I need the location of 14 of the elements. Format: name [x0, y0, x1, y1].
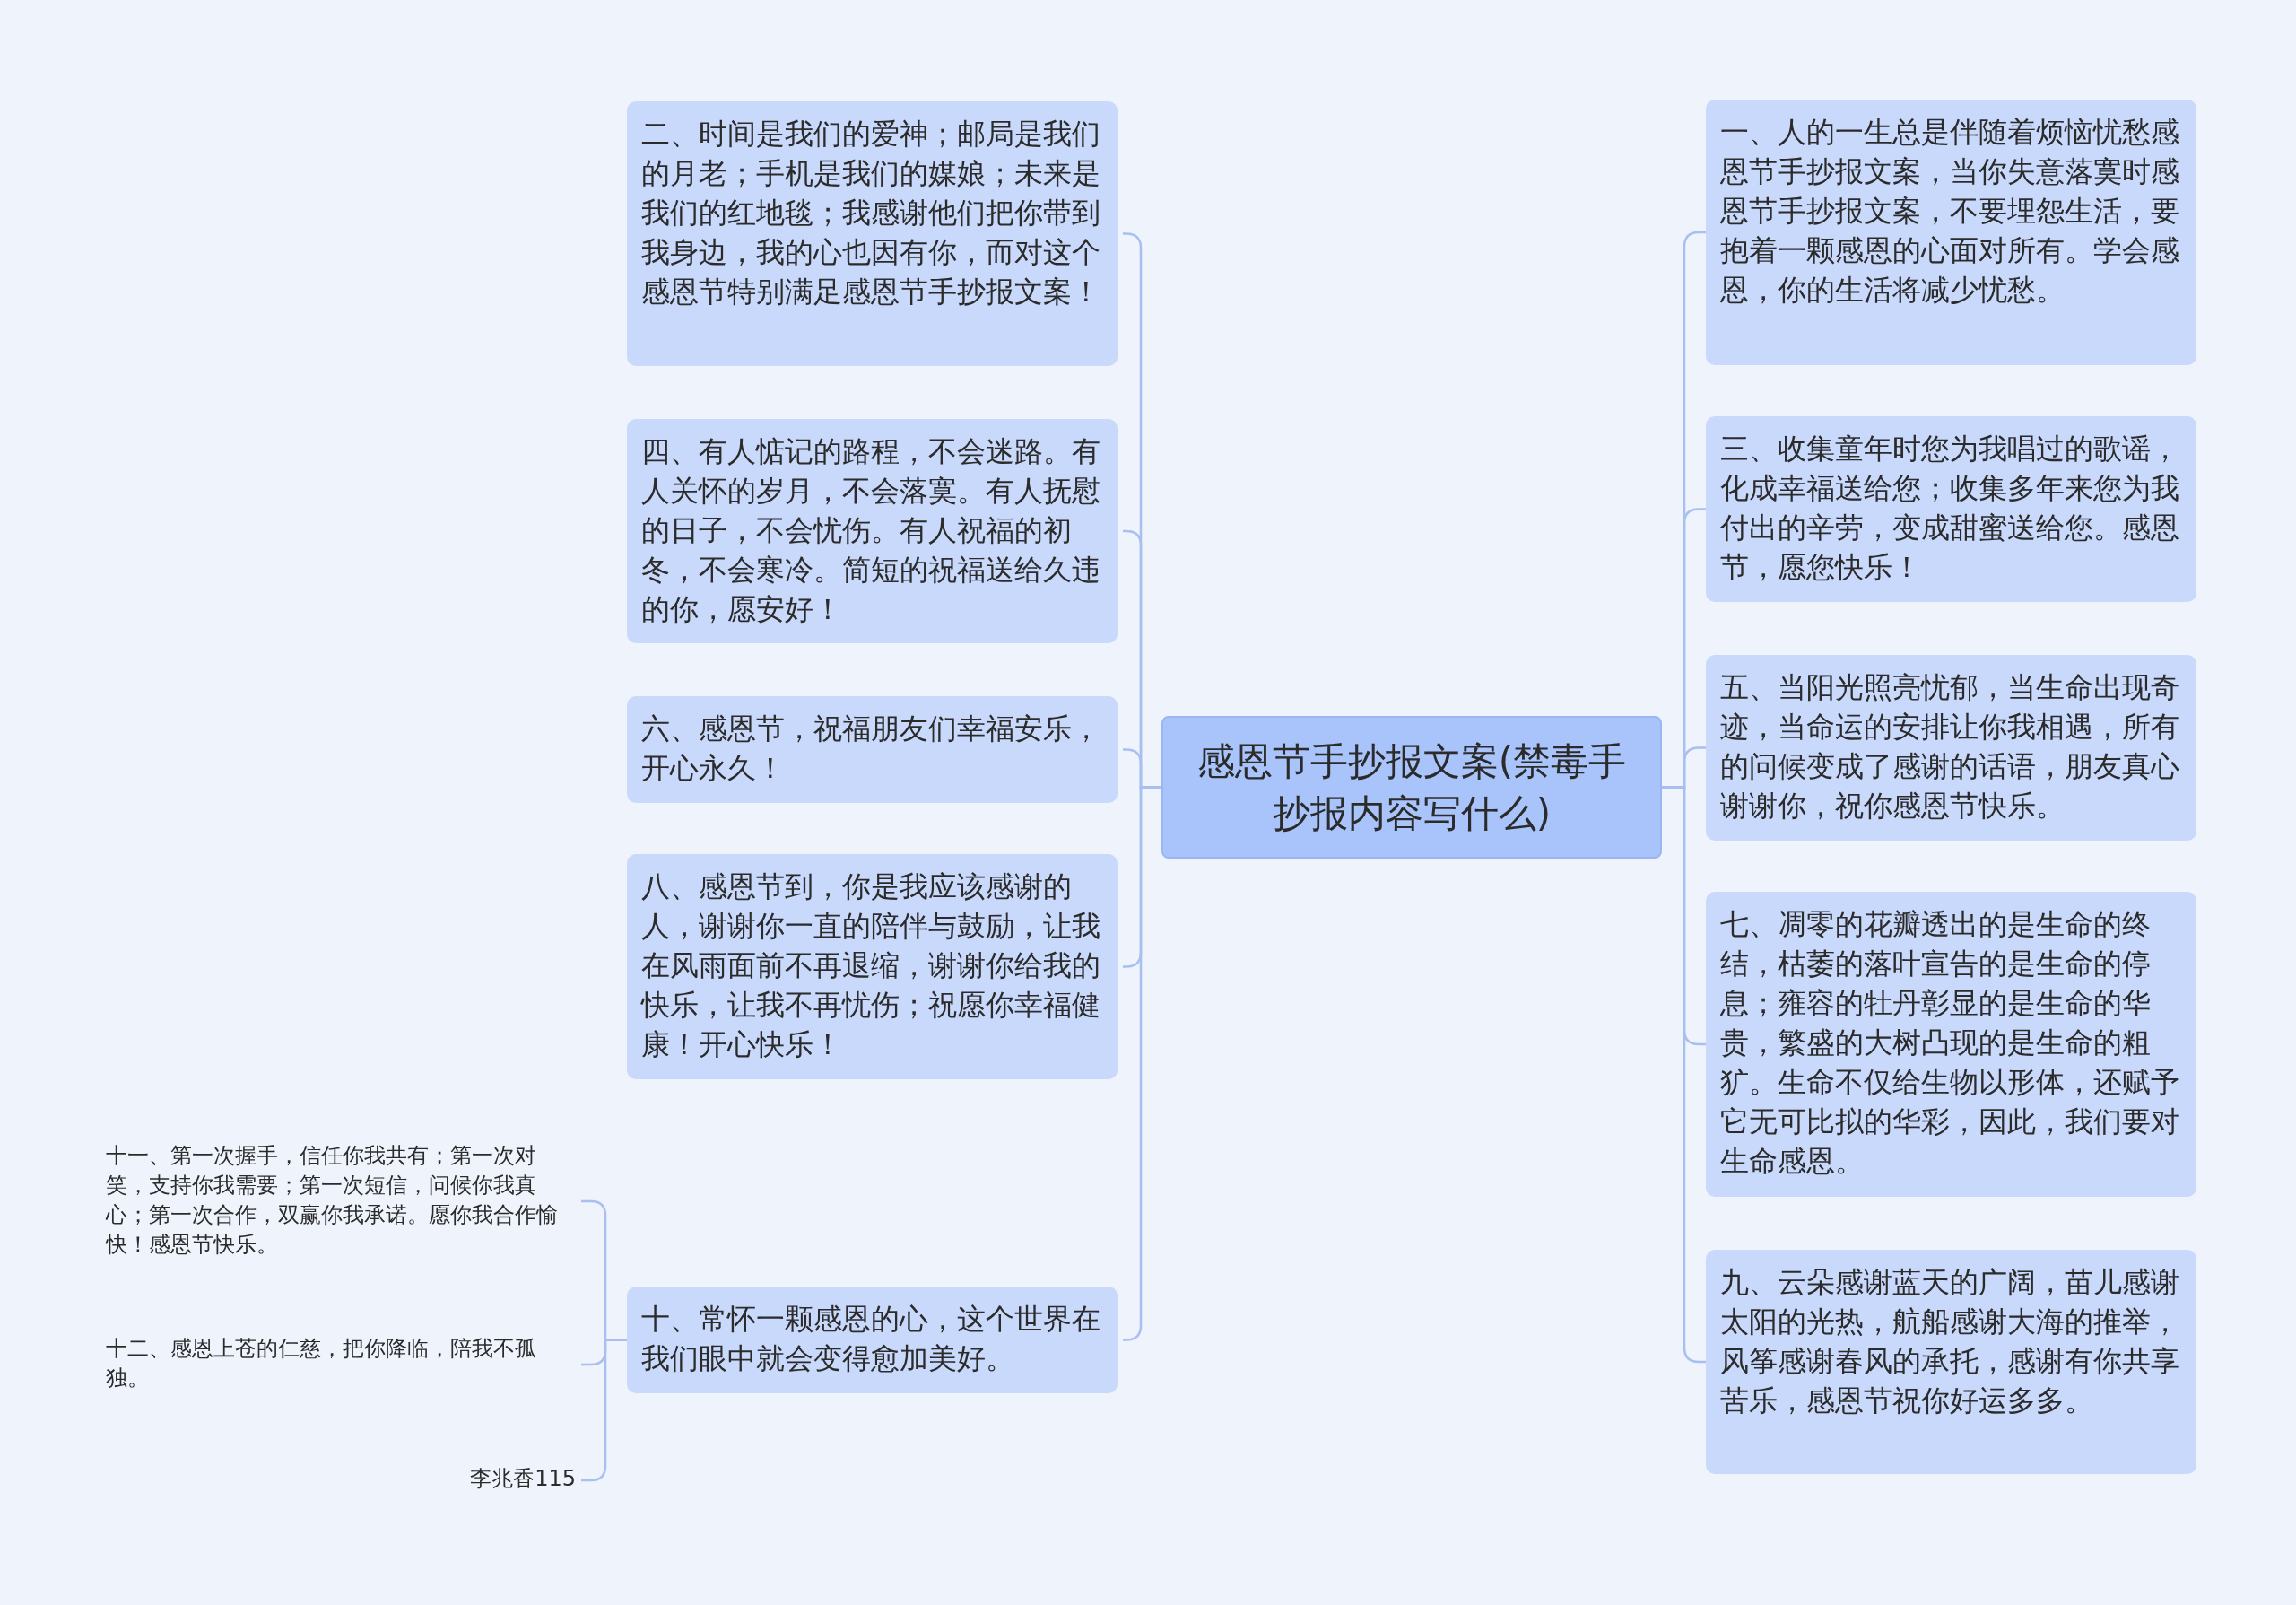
text-box: 一、人的一生总是伴随着烦恼忧愁感恩节手抄报文案，当你失意落寞时感恩节手抄报文案，不要埋怨生活，要抱着一颗感恩的心面对所有。学会感恩，你的生活将减少忧愁。 [1706, 100, 2196, 365]
text-box: 四、有人惦记的路程，不会迷路。有人关怀的岁月，不会落寞。有人抚慰的日子，不会忧伤。有人祝福的初冬，不会寒冷。简短的祝福送给久违的你，愿安好！ [627, 419, 1118, 643]
text-box: 六、感恩节，祝福朋友们幸福安乐，开心永久！ [627, 696, 1118, 803]
note-text: 十二、感恩上苍的仁慈，把你降临，陪我不孤独。 [106, 1334, 576, 1395]
text-box: 二、时间是我们的爱神；邮局是我们的月老；手机是我们的媒娘；未来是我们的红地毯；我感谢他们把你带到我身边，我的心也因有你，而对这个感恩节特别满足感恩节手抄报文案！ [627, 101, 1118, 366]
text-box: 八、感恩节到，你是我应该感谢的人，谢谢你一直的陪伴与鼓励，让我在风雨面前不再退缩，谢谢你给我的快乐，让我不再忧伤；祝愿你幸福健康！开心快乐！ [627, 854, 1118, 1079]
text-box: 三、收集童年时您为我唱过的歌谣，化成幸福送给您；收集多年来您为我付出的辛劳，变成甜蜜送给您。感恩节，愿您快乐！ [1706, 416, 2196, 602]
topic-box: 感恩节手抄报文案(禁毒手抄报内容写什么) [1161, 716, 1662, 859]
text-box: 七、凋零的花瓣透出的是生命的终结，枯萎的落叶宣告的是生命的停息；雍容的牡丹彰显的是生命的华贵，繁盛的大树凸现的是生命的粗犷。生命不仅给生物以形体，还赋予它无可比拟的华彩，因此，我们要对生命感恩。 [1706, 892, 2196, 1197]
text-box: 十、常怀一颗感恩的心，这个世界在我们眼中就会变得愈加美好。 [627, 1287, 1118, 1393]
text-box: 九、云朵感谢蓝天的广阔，苗儿感谢太阳的光热，航船感谢大海的推举，风筝感谢春风的承托，感谢有你共享苦乐，感恩节祝你好运多多。 [1706, 1250, 2196, 1474]
note-text: 李兆香115 [106, 1464, 576, 1496]
text-box: 五、当阳光照亮忧郁，当生命出现奇迹，当命运的安排让你我相遇，所有的问候变成了感谢的话语，朋友真心谢谢你，祝你感恩节快乐。 [1706, 655, 2196, 841]
note-text: 十一、第一次握手，信任你我共有；第一次对笑，支持你我需要；第一次短信，问候你我真心；第一次合作，双赢你我承诺。愿你我合作愉快！感恩节快乐。 [106, 1141, 576, 1261]
